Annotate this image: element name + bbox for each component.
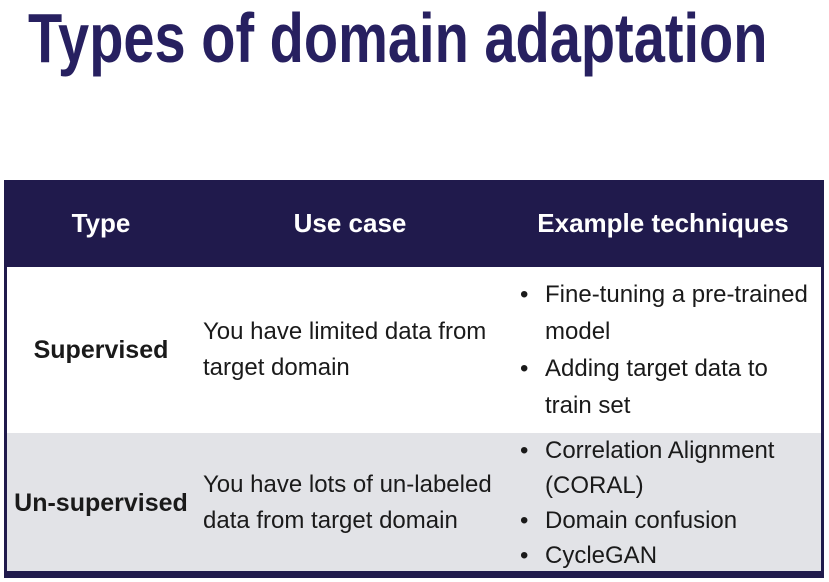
slide-title: Types of domain adaptation [28,0,768,77]
type-cell-supervised: Supervised [33,335,169,364]
technique-item: Domain confusion [520,503,821,538]
use-case-cell-unsupervised: You have lots of un-labeled data from ta… [195,433,505,573]
column-header-use-case: Use case [293,208,407,238]
technique-item: Fine-tuning a pre-trained model [520,276,821,350]
column-header-type: Type [71,208,131,238]
techniques-list: Correlation Alignment (CORAL) Domain con… [505,433,821,573]
column-header-example-techniques: Example techniques [537,208,789,238]
table-row-unsupervised: Un-supervised You have lots of un-labele… [7,433,821,573]
technique-item: Adding target data to train set [520,350,821,424]
table-header-row: Type Use case Example techniques [7,180,821,267]
use-case-cell-supervised: You have limited data from target domain [195,267,505,433]
techniques-cell-unsupervised: Correlation Alignment (CORAL) Domain con… [505,433,821,573]
use-case-text: You have limited data from target domain [203,318,487,381]
table-row-supervised: Supervised You have limited data from ta… [7,267,821,433]
use-case-text: You have lots of un-labeled data from ta… [203,471,492,534]
technique-item: Correlation Alignment (CORAL) [520,433,821,503]
type-cell-unsupervised: Un-supervised [14,488,188,517]
techniques-cell-supervised: Fine-tuning a pre-trained model Adding t… [505,267,821,433]
technique-item: CycleGAN [520,538,821,573]
domain-adaptation-table: Type Use case Example techniques Supervi… [4,180,824,578]
techniques-list: Fine-tuning a pre-trained model Adding t… [505,276,821,424]
